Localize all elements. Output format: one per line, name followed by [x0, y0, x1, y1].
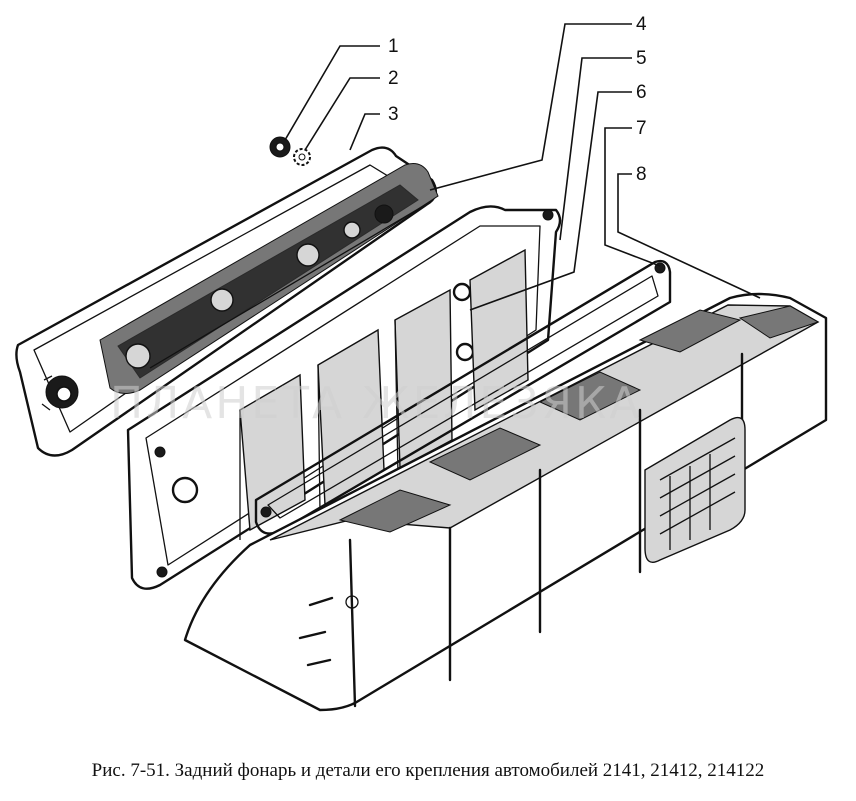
leader-5	[559, 57, 632, 241]
callout-8: 8	[636, 164, 647, 185]
callout-3: 3	[388, 104, 399, 125]
part-8-lens	[183, 292, 828, 712]
callout-2: 2	[388, 68, 399, 89]
callout-5: 5	[636, 48, 647, 69]
leader-6	[469, 91, 632, 311]
callout-4: 4	[636, 14, 647, 35]
callout-6: 6	[636, 82, 647, 103]
leader-2	[304, 77, 380, 151]
leader-1	[284, 45, 380, 141]
leader-7	[604, 127, 661, 267]
callout-leaders	[284, 23, 761, 311]
callout-7: 7	[636, 118, 647, 139]
leader-4	[429, 23, 632, 191]
part-2-lock-washer	[293, 148, 311, 166]
leader-3	[349, 113, 380, 151]
part-1-nut	[269, 136, 291, 158]
watermark-text: ПЛАНЕТА ЖЕЛЕЗЯКА	[110, 378, 642, 429]
callout-numbers: 1 2 3 4 5 6 7 8	[388, 14, 647, 185]
callout-1: 1	[388, 36, 399, 57]
bulb-holder-board	[99, 163, 439, 394]
leader-8	[617, 173, 761, 299]
part-7-seal-gasket	[254, 259, 672, 535]
figure-caption: Рис. 7-51. Задний фонарь и детали его кр…	[91, 760, 765, 781]
